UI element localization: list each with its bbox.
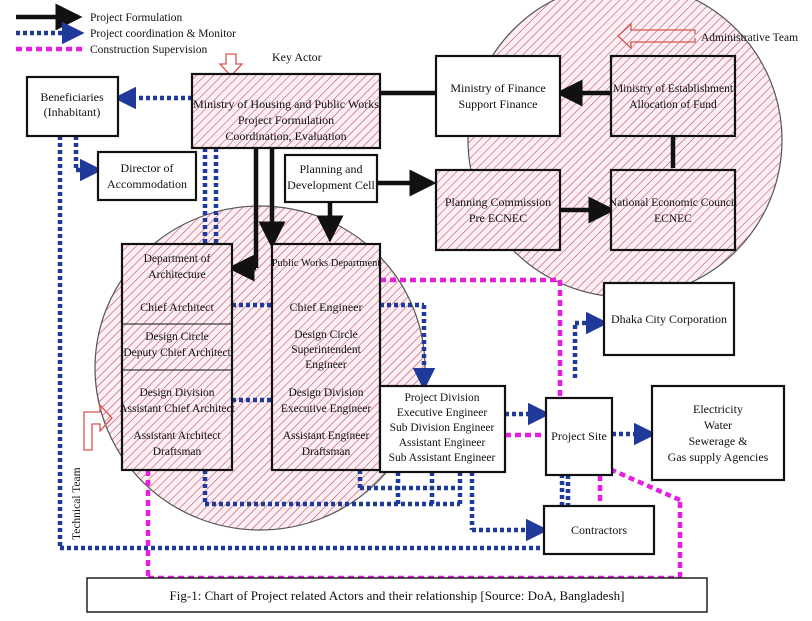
- design-circle-pwd-line-2: Superintendent: [291, 344, 361, 356]
- legend-supervision-label: Construction Supervision: [90, 44, 207, 56]
- dept-architecture-title-1: Department of: [144, 253, 211, 265]
- dhaka-city-corporation-label: Dhaka City Corporation: [611, 312, 727, 326]
- beneficiaries-line-2: (Inhabitant): [44, 105, 101, 119]
- legend-coordination-label: Project coordination & Monitor: [90, 28, 236, 40]
- planning-commission-line-1: Planning Commission: [445, 195, 551, 209]
- dept-architecture-title-2: Architecture: [148, 269, 205, 281]
- technical-team-label: Technical Team: [71, 467, 83, 540]
- project-site-box: Project Site: [544, 396, 614, 477]
- figure-caption-text: Fig-1: Chart of Project related Actors a…: [170, 588, 625, 603]
- design-circle-pwd-line-3: Engineer: [305, 359, 347, 371]
- design-division-arch-line-2: Assistant Chief Architect: [119, 403, 235, 415]
- utilities-line-4: Gas supply Agencies: [668, 450, 769, 464]
- planning-cell-line-1: Planning and: [300, 162, 363, 176]
- assistant-architect-line-2: Draftsman: [153, 446, 202, 458]
- contractors-box: Contractors: [542, 504, 656, 556]
- technical-team-arrow-icon: [83, 403, 113, 451]
- assistant-architect-line-1: Assistant Architect: [133, 430, 221, 442]
- beneficiaries-line-1: Beneficiaries: [40, 90, 104, 104]
- planning-commission-box: Planning Commission Pre ECNEC: [434, 168, 562, 252]
- planning-cell-line-2: Development Cell: [287, 178, 375, 192]
- national-economic-council-line-1: National Economic Council: [609, 197, 737, 209]
- design-circle-pwd-line-1: Design Circle: [294, 329, 358, 341]
- dhaka-city-corporation-box: Dhaka City Corporation: [602, 281, 736, 357]
- ministry-finance-line-1: Ministry of Finance: [450, 81, 545, 95]
- director-accommodation-line-1: Director of: [121, 161, 174, 175]
- design-division-pwd-line-1: Design Division: [288, 387, 363, 399]
- project-division-line-4: Assistant Engineer: [399, 437, 486, 449]
- administrative-team-arrow-icon: [617, 22, 696, 50]
- department-architecture-box: Department of Architecture Chief Archite…: [119, 242, 236, 472]
- formulation-connectors: [227, 79, 676, 282]
- project-division-line-1: Project Division: [404, 392, 479, 404]
- utilities-line-1: Electricity: [693, 402, 743, 416]
- ministry-establishment-box: Ministry of Establishment Allocation of …: [609, 54, 737, 138]
- design-division-pwd-line-2: Executive Engineer: [281, 403, 372, 415]
- contractors-label: Contractors: [571, 523, 627, 537]
- director-accommodation-line-2: Accommodation: [107, 177, 187, 191]
- ministry-finance-line-2: Support Finance: [459, 97, 538, 111]
- project-division-line-5: Sub Assistant Engineer: [389, 452, 496, 464]
- chief-architect-label: Chief Architect: [140, 300, 214, 314]
- utilities-line-3: Sewerage &: [689, 434, 749, 448]
- planning-commission-line-2: Pre ECNEC: [469, 211, 527, 225]
- ministry-housing-box: Ministry of Housing and Public Works Pro…: [190, 72, 382, 150]
- public-works-title: Public Works Department: [272, 258, 381, 269]
- project-division-box: Project Division Executive Engineer Sub …: [378, 384, 507, 474]
- ministry-establishment-line-1: Ministry of Establishment: [613, 83, 734, 95]
- project-division-line-3: Sub Division Engineer: [390, 422, 495, 434]
- ministry-establishment-line-2: Allocation of Fund: [629, 99, 717, 111]
- legend-formulation-label: Project Formulation: [90, 12, 183, 24]
- legend: Project Formulation Project coordination…: [16, 3, 236, 56]
- ministry-housing-line-3: Coordination, Evaluation: [225, 129, 346, 143]
- national-economic-council-line-2: ECNEC: [654, 213, 692, 225]
- public-works-department-box: Public Works Department Chief Engineer D…: [270, 242, 382, 472]
- director-accommodation-box: Director of Accommodation: [96, 150, 198, 202]
- design-circle-arch-line-1: Design Circle: [145, 331, 209, 343]
- utilities-box: Electricity Water Sewerage & Gas supply …: [650, 384, 786, 482]
- project-site-label: Project Site: [551, 429, 607, 443]
- project-division-line-2: Executive Engineer: [397, 407, 488, 419]
- ministry-housing-line-1: Ministry of Housing and Public Works: [193, 97, 379, 111]
- assistant-engineer-line-2: Draftsman: [302, 446, 351, 458]
- key-actor-label: Key Actor: [272, 50, 322, 64]
- utilities-line-2: Water: [704, 418, 732, 432]
- design-circle-arch-line-2: Deputy Chief Architect: [123, 347, 231, 359]
- design-division-arch-line-1: Design Division: [139, 387, 214, 399]
- beneficiaries-box: Beneficiaries (Inhabitant): [25, 75, 120, 138]
- administrative-team-label: Administrative Team: [701, 32, 798, 44]
- figure-caption: Fig-1: Chart of Project related Actors a…: [86, 577, 708, 613]
- administrative-team-circle: [467, 0, 783, 298]
- national-economic-council-box: National Economic Council ECNEC: [609, 168, 737, 252]
- ministry-finance-box: Ministry of Finance Support Finance: [434, 54, 562, 138]
- assistant-engineer-line-1: Assistant Engineer: [283, 430, 370, 442]
- ministry-housing-line-2: Project Formulation: [238, 113, 334, 127]
- chief-engineer-label: Chief Engineer: [290, 300, 363, 314]
- planning-cell-box: Planning and Development Cell: [283, 153, 379, 204]
- key-actor-arrow-icon: [218, 53, 244, 77]
